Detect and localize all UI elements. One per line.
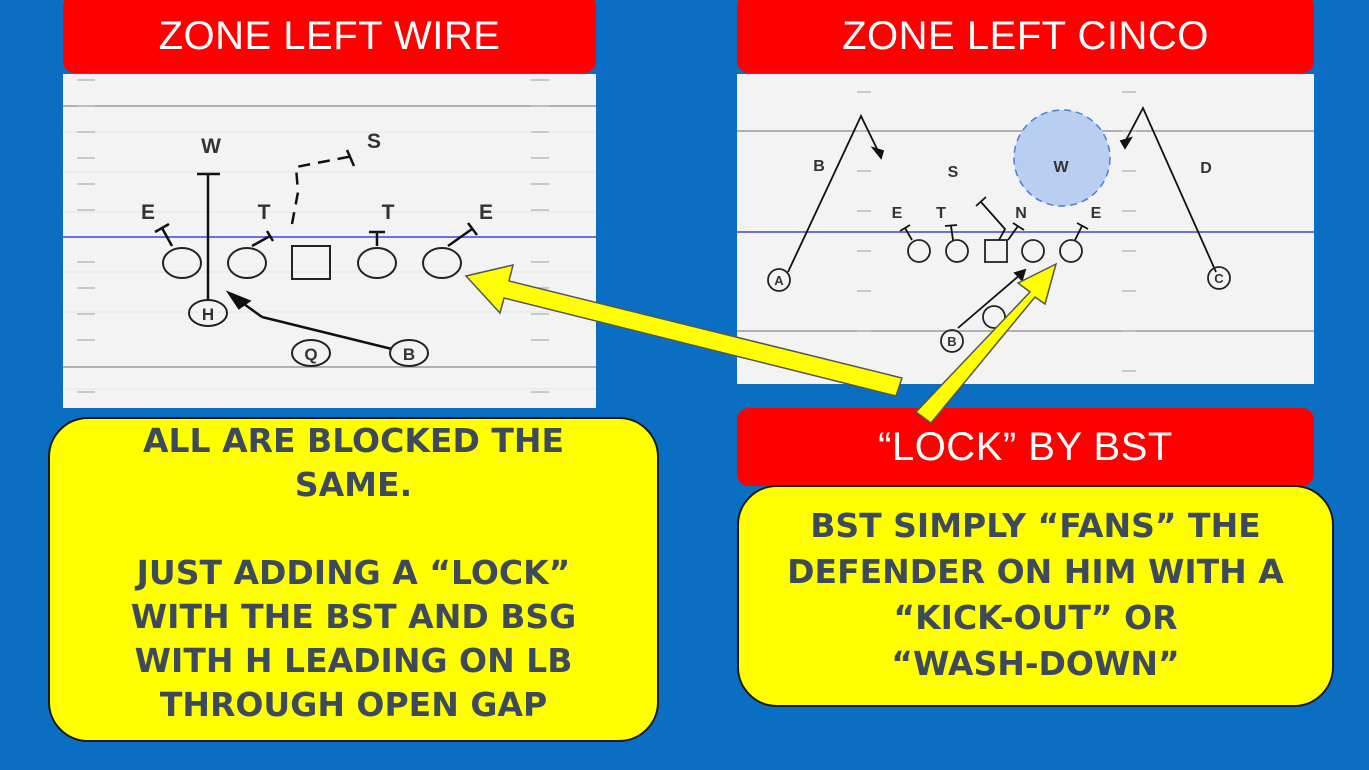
right-defender-d: D	[1200, 160, 1212, 177]
title-lock-text: “LOCK” BY BST	[878, 424, 1173, 469]
right-hash-marks	[857, 91, 1136, 372]
left-ol-circle-2	[227, 247, 267, 279]
right-defender-s: S	[948, 164, 959, 181]
note-right-line-1: BST SIMPLY “FANS” THE	[810, 506, 1261, 545]
note-left-line-4: WITH THE BST AND BSG	[130, 597, 577, 636]
right-back-c: C	[1214, 271, 1224, 286]
right-w-zone-circle	[1013, 109, 1111, 207]
play-diagram-zone-left-wire: W S E T T E	[63, 74, 596, 408]
right-ol-circle-1	[907, 239, 931, 263]
right-back-a-circle	[767, 268, 791, 292]
note-right-line-4: “WASH-DOWN”	[891, 644, 1180, 683]
note-left-explanation: ALL ARE BLOCKED THE SAME. JUST ADDING A …	[48, 417, 659, 742]
right-back-b-circle	[940, 329, 964, 353]
left-back-b-circle	[389, 339, 429, 367]
note-left-line-3: JUST ADDING A “LOCK”	[136, 553, 571, 592]
note-right-line-3: “KICK-OUT” OR	[893, 598, 1178, 637]
right-ol-circle-4	[1059, 239, 1083, 263]
left-blocking-lines	[154, 149, 478, 351]
note-right-line-2: DEFENDER ON HIM WITH A	[787, 552, 1284, 591]
left-defender-t1: T	[258, 201, 271, 224]
left-back-q-circle	[291, 339, 331, 367]
right-defender-t: T	[936, 205, 946, 222]
right-diagram-svg: B S W D E T N E	[737, 91, 1314, 372]
left-back-h-circle	[188, 299, 228, 327]
left-diagram-svg: W S E T T E	[63, 79, 596, 393]
left-defender-e2: E	[479, 201, 493, 224]
right-ol-circle-2	[945, 239, 969, 263]
right-back-c-circle	[1207, 266, 1231, 290]
left-offensive-line	[162, 245, 462, 280]
left-center-square	[291, 245, 331, 280]
left-defender-w: W	[201, 135, 221, 158]
left-hash-marks	[77, 79, 549, 393]
play-diagram-zone-left-cinco: B S W D E T N E	[737, 74, 1314, 384]
right-defender-b: B	[813, 158, 825, 175]
right-defender-e2: E	[1091, 205, 1102, 222]
right-defender-w: W	[1053, 159, 1069, 176]
left-defender-e1: E	[141, 201, 155, 224]
right-ol-circle-3	[1021, 239, 1045, 263]
left-ol-circle-4	[422, 247, 462, 279]
right-defender-n: N	[1015, 205, 1027, 222]
title-zone-left-wire: ZONE LEFT WIRE	[63, 0, 596, 73]
note-left-line-6: THROUGH OPEN GAP	[159, 685, 548, 724]
note-left-line-5: WITH H LEADING ON LB	[134, 641, 573, 680]
right-center-square	[984, 239, 1008, 263]
title-lock-by-bst: “LOCK” BY BST	[737, 408, 1314, 486]
right-back-partial-circle	[982, 305, 1006, 329]
note-left-line-2: SAME.	[294, 465, 413, 504]
right-route-lines	[787, 105, 1217, 329]
left-backs	[188, 299, 429, 367]
left-back-h: H	[202, 305, 214, 324]
callout-arrow-to-right-diagram	[914, 262, 1058, 425]
right-back-b: B	[947, 334, 956, 349]
right-defender-e1: E	[892, 205, 903, 222]
left-back-q: Q	[304, 345, 317, 364]
right-backs	[767, 266, 1231, 353]
left-defender-t2: T	[382, 201, 395, 224]
right-offensive-line	[907, 239, 1083, 329]
left-back-b: B	[403, 345, 415, 364]
left-ol-circle-3	[357, 247, 397, 279]
callout-arrow-to-left-diagram	[464, 263, 903, 397]
right-back-a: A	[774, 273, 784, 288]
title-zone-left-cinco: ZONE LEFT CINCO	[737, 0, 1314, 73]
left-defender-s: S	[367, 130, 381, 153]
left-ol-circle-1	[162, 247, 202, 279]
note-left-line-1: ALL ARE BLOCKED THE	[142, 421, 564, 460]
title-right-text: ZONE LEFT CINCO	[842, 14, 1209, 58]
note-right-explanation: BST SIMPLY “FANS” THE DEFENDER ON HIM WI…	[737, 485, 1334, 707]
title-left-text: ZONE LEFT WIRE	[158, 14, 501, 58]
